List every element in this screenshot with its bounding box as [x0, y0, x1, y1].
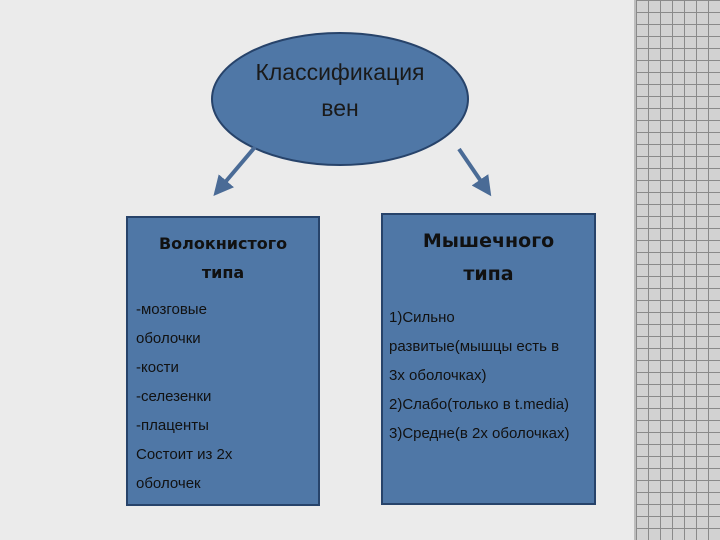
- fibrous-type-title-line2: типа: [201, 263, 245, 282]
- root-title: Классификация вен: [216, 54, 464, 126]
- arrow-right: [457, 147, 492, 197]
- fibrous-type-title: Волокнистого типа: [128, 229, 318, 287]
- muscular-type-title: Мышечного типа: [383, 225, 594, 291]
- list-item: Состоит из 2х: [136, 446, 233, 463]
- fibrous-type-list: -мозговые оболочки -кости -селезенки -пл…: [128, 295, 318, 498]
- list-item: развитые(мышцы есть в: [389, 338, 560, 355]
- muscular-type-list: 1)Сильно развитые(мышцы есть в 3х оболоч…: [383, 303, 594, 448]
- root-title-line1: Классификация: [255, 59, 425, 85]
- root-title-line2: вен: [321, 95, 359, 121]
- fibrous-type-title-line1: Волокнистого: [158, 234, 288, 253]
- list-item: оболочек: [136, 475, 201, 492]
- list-item: оболочки: [136, 330, 201, 347]
- grid-strip: [636, 0, 720, 540]
- root-ellipse: [211, 32, 469, 166]
- muscular-type-box: Мышечного типа 1)Сильно развитые(мышцы е…: [381, 213, 596, 505]
- list-item: 2)Слабо(только в t.media): [389, 396, 570, 413]
- list-item: -кости: [136, 359, 179, 376]
- fibrous-type-box: Волокнистого типа -мозговые оболочки -ко…: [126, 216, 320, 506]
- list-item: 3х оболочках): [389, 367, 487, 384]
- muscular-type-title-line2: типа: [463, 263, 514, 285]
- list-item: 1)Сильно: [389, 309, 455, 326]
- arrow-left: [213, 145, 257, 197]
- list-item: -селезенки: [136, 388, 212, 405]
- list-item: 3)Средне(в 2х оболочках): [389, 425, 570, 442]
- grid-strip-edge: [634, 0, 637, 540]
- list-item: -плаценты: [136, 417, 209, 434]
- list-item: -мозговые: [136, 301, 207, 318]
- muscular-type-title-line1: Мышечного: [422, 230, 555, 252]
